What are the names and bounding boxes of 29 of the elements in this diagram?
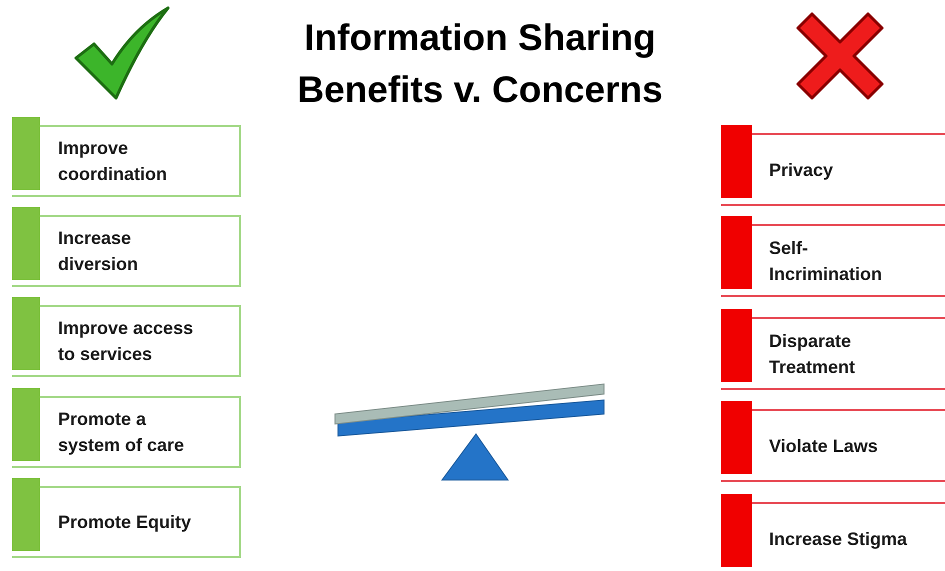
box-text: Promote Equity [58, 511, 192, 534]
box-text: Increase diversion [58, 227, 140, 276]
box-text: Self- Incrimination [769, 236, 884, 286]
box-text: Improve coordination [58, 137, 168, 186]
tab-marker [721, 309, 752, 390]
benefit-box [40, 305, 241, 377]
benefit-box [40, 125, 241, 197]
box-text: Privacy [769, 158, 834, 182]
benefit-box [40, 486, 241, 558]
concern-box [752, 133, 945, 206]
box-text: Improve access to services [58, 317, 194, 366]
tab-marker [12, 478, 40, 558]
box-text: Increase Stigma [769, 528, 908, 551]
tab-marker [721, 125, 752, 206]
tab-marker [12, 117, 40, 197]
concern-box [752, 409, 945, 482]
box-text: Disparate Treatment [769, 330, 856, 378]
concern-box [752, 317, 945, 390]
tab-marker [12, 207, 40, 287]
tab-marker [12, 297, 40, 377]
tab-marker [721, 401, 752, 482]
box-text: Promote a system of care [58, 408, 186, 457]
title: Information Sharing Benefits v. Concerns [296, 16, 664, 112]
box-text: Violate Laws [769, 434, 879, 458]
benefit-box [40, 215, 241, 287]
benefit-box [40, 396, 241, 468]
concern-box [752, 224, 945, 297]
tab-marker [721, 216, 752, 297]
tab-marker [12, 388, 40, 468]
